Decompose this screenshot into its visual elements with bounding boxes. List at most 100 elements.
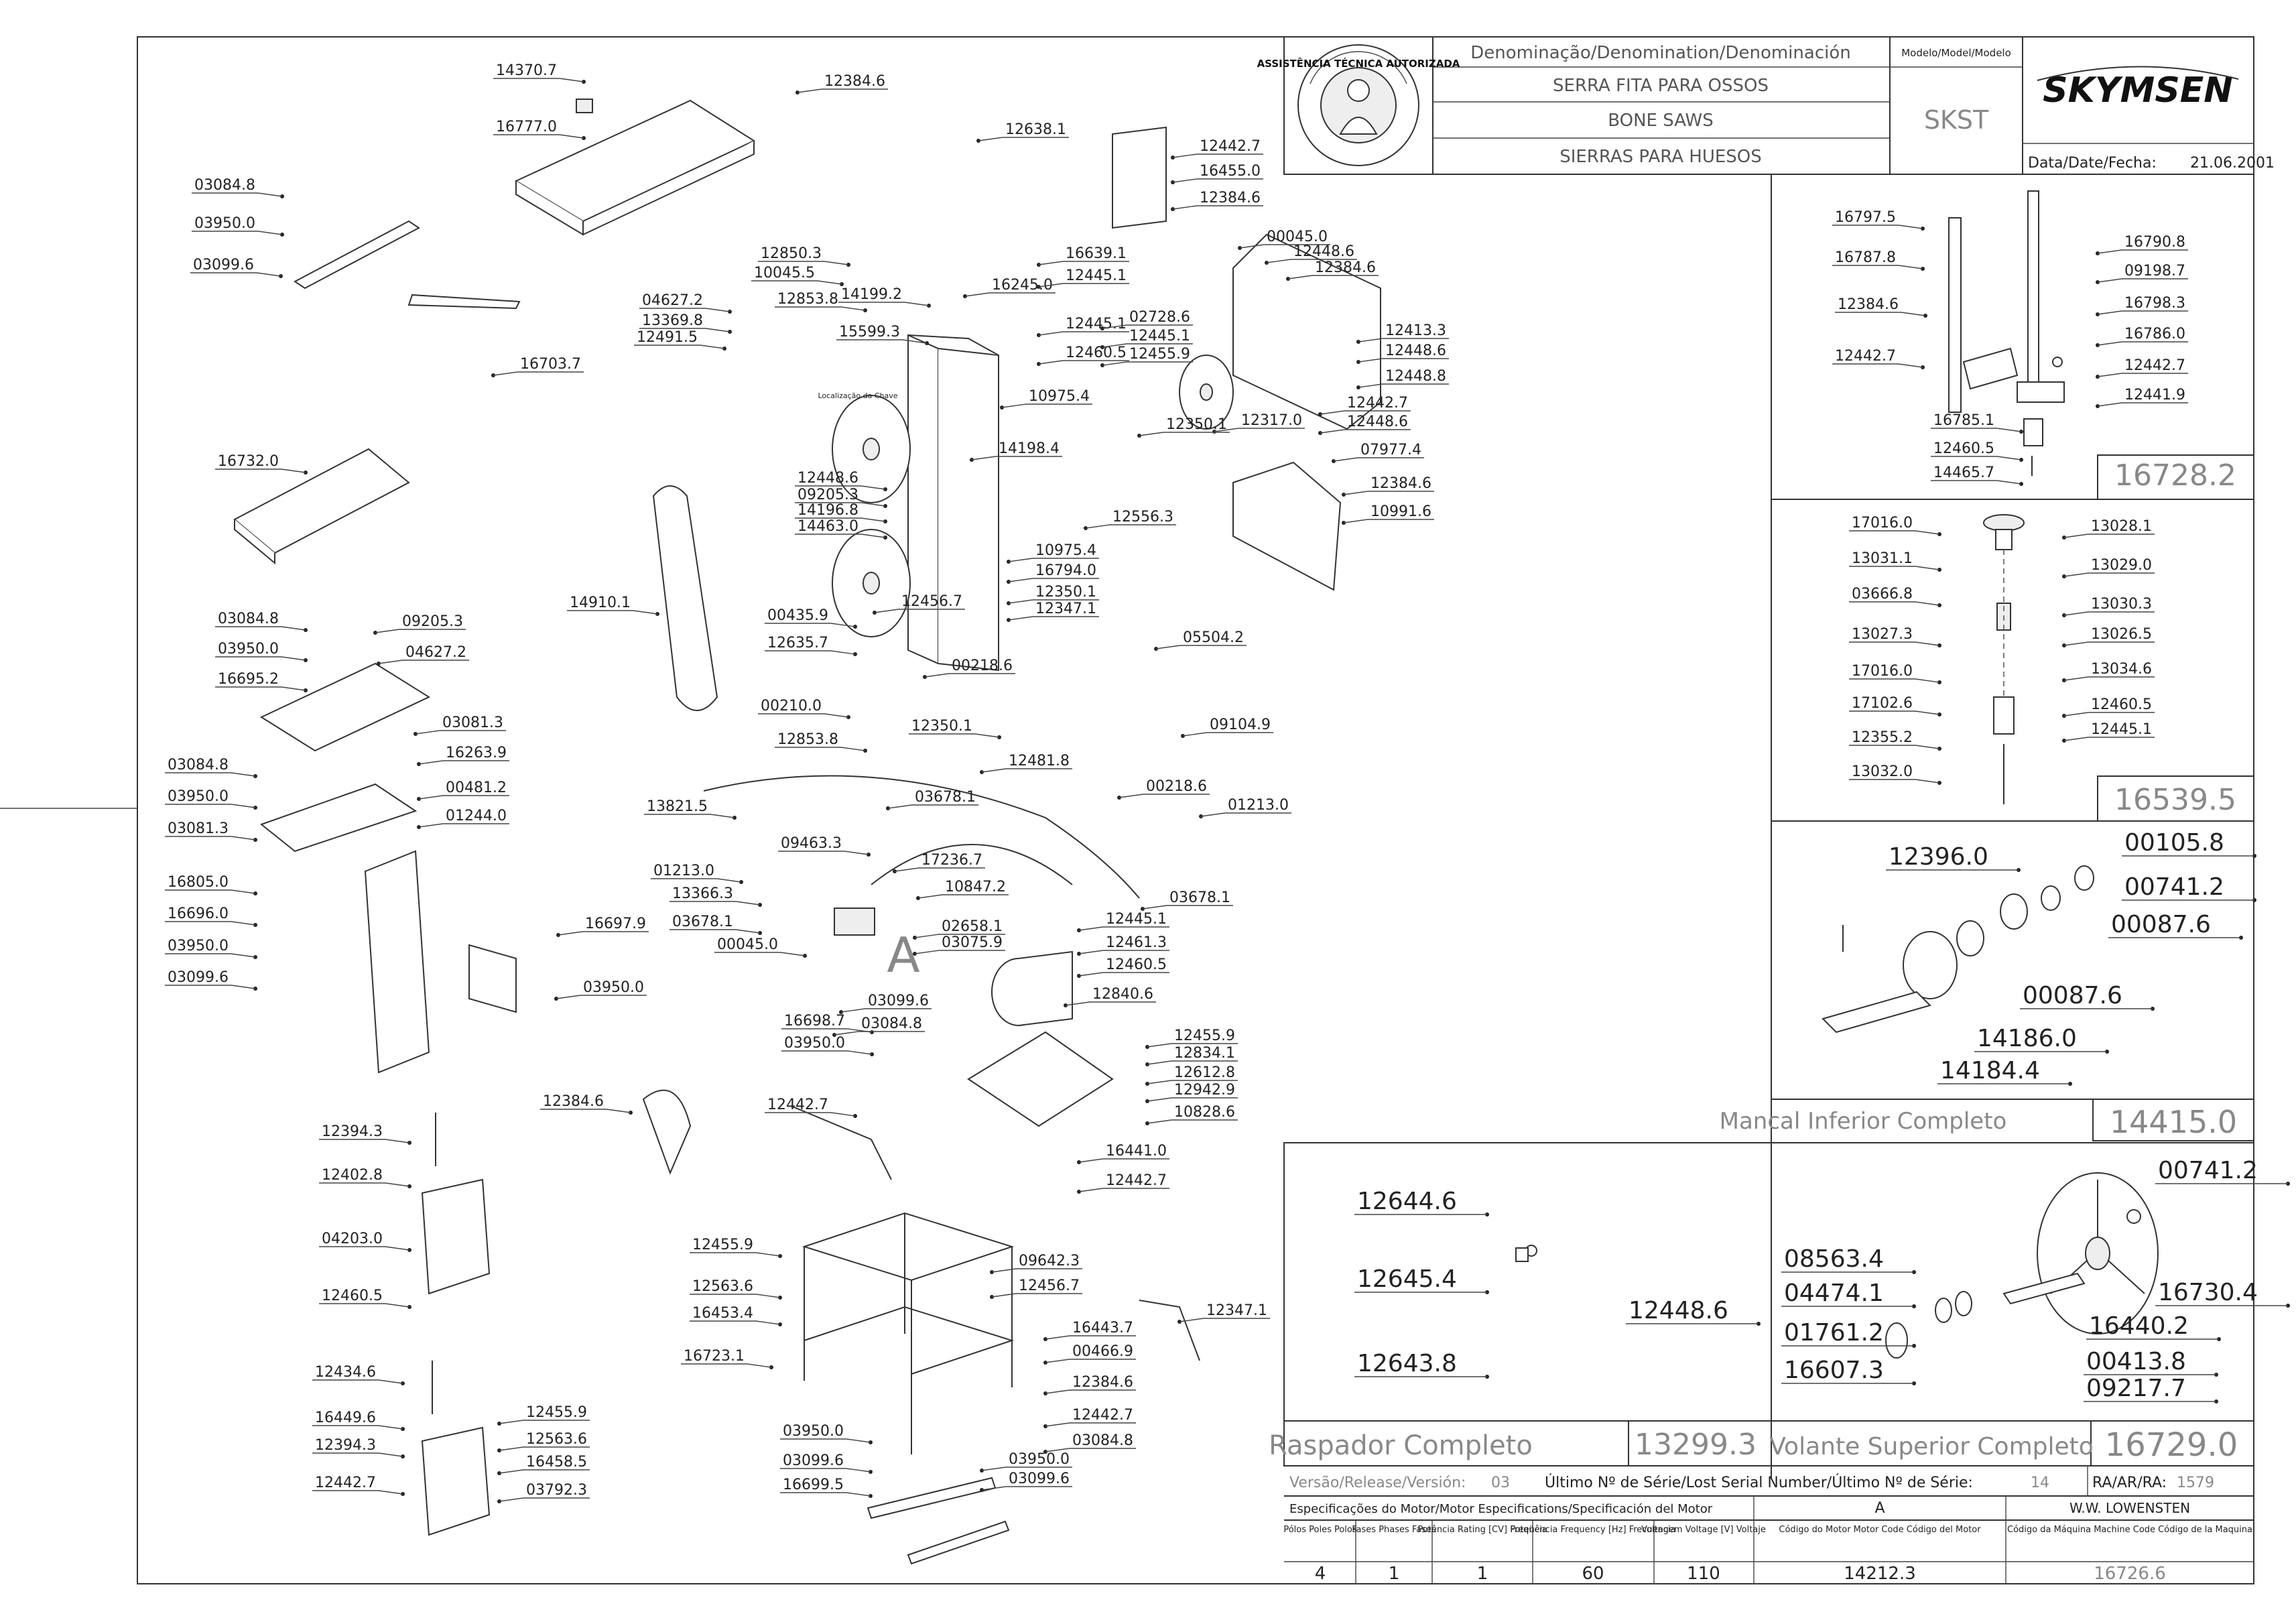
part-number-label: 12635.7 (767, 635, 828, 651)
part-number-label: 12350.1 (911, 718, 972, 735)
leader-line (1147, 1060, 1172, 1065)
leader-line (1139, 432, 1164, 436)
part-number-label: 04627.2 (642, 292, 703, 309)
part-number-label: 12448.6 (1385, 342, 1446, 359)
leader-line (257, 231, 283, 235)
leader-line (974, 733, 1000, 738)
leader-line (847, 1050, 873, 1055)
spec-rating: 1 (1477, 1564, 1488, 1584)
part-number-label: 13034.6 (2091, 661, 2152, 678)
leader-line (559, 78, 584, 82)
part-number-label: 16786.0 (2124, 326, 2185, 342)
part-number-label: 02728.6 (1129, 309, 1190, 326)
part-number-label: 16698.7 (784, 1013, 845, 1029)
part-number-label: 12355.2 (1852, 729, 1913, 746)
part-number-label: 13032.0 (1852, 763, 1913, 780)
leader-line (281, 626, 306, 631)
leader-line (1147, 1097, 1172, 1102)
part-number-label: 14198.4 (999, 440, 1060, 457)
leader-line (418, 760, 444, 765)
part-number-label: 03950.0 (218, 641, 279, 658)
part-number-label: 13369.8 (642, 312, 703, 329)
part-number-label: 14199.2 (841, 286, 902, 303)
leader-line (1915, 601, 1940, 606)
authorized-service-seal: ASSISTÊNCIA TÉCNICA AUTORIZADA (1257, 44, 1460, 166)
leader-line (2097, 341, 2122, 346)
part-number-label: 14196.8 (798, 502, 858, 519)
part-number-label: 12442.7 (1106, 1172, 1167, 1189)
spec-phases: 1 (1389, 1564, 1400, 1584)
leader-line (418, 823, 444, 828)
ra-label: RA/AR/RA: (2092, 1475, 2167, 1491)
leader-line (780, 952, 806, 956)
part-number-label: 02658.1 (942, 918, 1003, 935)
designer-name: W.W. LOWENSTEN (2069, 1500, 2190, 1516)
leader-line (830, 1112, 856, 1117)
leader-line (1915, 710, 1940, 715)
part-number-label: 16440.2 (2089, 1312, 2189, 1340)
part-number-label: 03075.9 (942, 934, 1003, 951)
leader-line (981, 1486, 1007, 1491)
part-number-label: 16790.8 (2124, 234, 2185, 251)
leader-line (1898, 363, 1923, 368)
motor-mark: A (887, 927, 919, 983)
part-number-label: 16777.0 (496, 119, 557, 135)
part-number-label: 03081.3 (168, 820, 229, 837)
part-number-label: 12853.8 (777, 731, 838, 748)
part-number-label: 00218.6 (1146, 778, 1207, 795)
part-number-label: 16805.0 (168, 874, 229, 891)
part-number-label: 12840.6 (1092, 986, 1153, 1003)
part-number-label: 12456.7 (901, 593, 962, 610)
version-label: Versão/Release/Versión: (1289, 1475, 1466, 1491)
leader-line (2097, 278, 2122, 283)
leader-line (2063, 641, 2089, 646)
part-number-label: 12638.1 (1005, 121, 1066, 138)
part-number-label: 16639.1 (1066, 245, 1127, 262)
leader-line (846, 1492, 871, 1497)
part-number-label: 12850.3 (761, 245, 822, 262)
part-number-label: 12347.1 (1035, 601, 1096, 617)
part-number-label: 12460.5 (322, 1288, 383, 1304)
part-number-label: 00045.0 (1267, 229, 1328, 245)
assembly-16728-drawing (1948, 190, 2065, 476)
leader-line (830, 623, 856, 627)
assembly-code-13299: 13299.3 (1635, 1428, 1757, 1462)
leader-line (1142, 905, 1167, 910)
leader-line (1008, 558, 1033, 562)
leader-line (755, 1252, 781, 1257)
part-number-label: 16453.4 (692, 1305, 753, 1322)
leader-line (846, 1468, 871, 1473)
part-number-label: 12384.6 (1315, 259, 1376, 276)
leader-line (1038, 283, 1064, 288)
part-number-label: 03084.8 (168, 757, 229, 773)
part-number-label: 12445.1 (2091, 721, 2152, 738)
part-number-label: 16441.0 (1106, 1143, 1167, 1160)
part-number-label: 16699.5 (783, 1477, 844, 1493)
part-number-label: 14370.7 (496, 62, 557, 79)
leader-line (894, 867, 919, 872)
serial-label: Último Nº de Série/Lost Serial Number/Úl… (1545, 1474, 1973, 1491)
part-number-label: 12448.6 (798, 470, 858, 487)
leader-line (1915, 678, 1940, 683)
leader-line (817, 280, 842, 285)
leader-line (281, 686, 306, 691)
name-pt: SERRA FITA PARA OSSOS (1553, 76, 1769, 96)
leader-line (1901, 312, 1926, 316)
part-number-label: 12491.5 (637, 329, 698, 346)
part-number-label: 12445.1 (1066, 316, 1127, 332)
leader-line (1996, 456, 2022, 460)
leader-line (902, 339, 928, 344)
name-en: BONE SAWS (1608, 111, 1714, 131)
leader-line (418, 795, 444, 800)
part-number-label: 12434.6 (315, 1364, 376, 1381)
leader-line (499, 1446, 524, 1451)
leader-line (378, 1490, 403, 1495)
part-number-label: 09463.3 (781, 835, 842, 852)
leader-line (1078, 972, 1104, 977)
leader-line (1182, 732, 1208, 737)
part-number-label: 00413.8 (2086, 1348, 2186, 1375)
part-number-label: 12445.1 (1129, 328, 1190, 345)
part-number-label: 12394.3 (322, 1123, 383, 1140)
part-number-label: 12384.6 (824, 73, 885, 90)
part-number-label: 09205.3 (402, 613, 463, 630)
